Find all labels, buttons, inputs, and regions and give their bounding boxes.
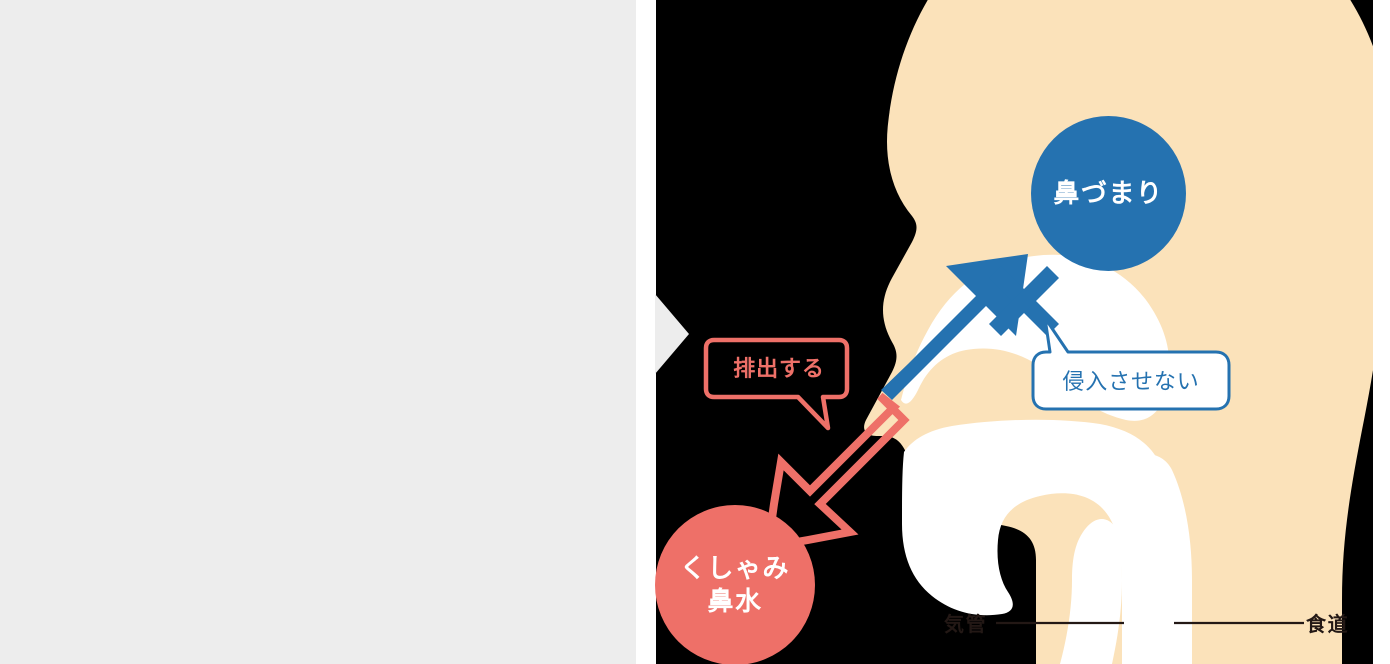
badge-sneeze-label: くしゃみ (679, 552, 791, 583)
left-gray-panel (0, 0, 636, 664)
right-white-margin (1373, 0, 1390, 664)
label-esophagus: 食道 (1306, 614, 1350, 636)
callout-no-invasion: 侵入させない (1034, 351, 1228, 408)
trachea-passage (1060, 519, 1122, 664)
panel-gutter (636, 0, 656, 664)
no-invasion-callout-bubble (1031, 316, 1231, 411)
head-anatomy-artwork (703, 0, 1373, 664)
badge-runny-nose-label: 鼻水 (707, 586, 763, 616)
expel-callout-bubble (703, 337, 850, 431)
illustration-canvas (656, 0, 1373, 664)
badge-nasal-congestion-label: 鼻づまり (1053, 177, 1164, 208)
badge-sneeze-runny-nose: くしゃみ 鼻水 (655, 505, 815, 664)
esophagus-passage (1119, 454, 1192, 664)
oral-cavity-and-pharynx (902, 419, 1174, 664)
callout-expel: 排出する (709, 336, 849, 398)
blocked-x-icon (988, 265, 1060, 337)
inhale-arrow-icon (881, 254, 1028, 400)
expel-arrow-icon (763, 392, 910, 552)
label-trachea: 気管 (944, 614, 988, 636)
badge-nasal-congestion: 鼻づまり (1031, 116, 1186, 271)
callout-expel-label: 排出する (733, 356, 825, 381)
callout-no-invasion-label: 侵入させない (1062, 368, 1200, 394)
next-chevron-icon (655, 294, 689, 374)
